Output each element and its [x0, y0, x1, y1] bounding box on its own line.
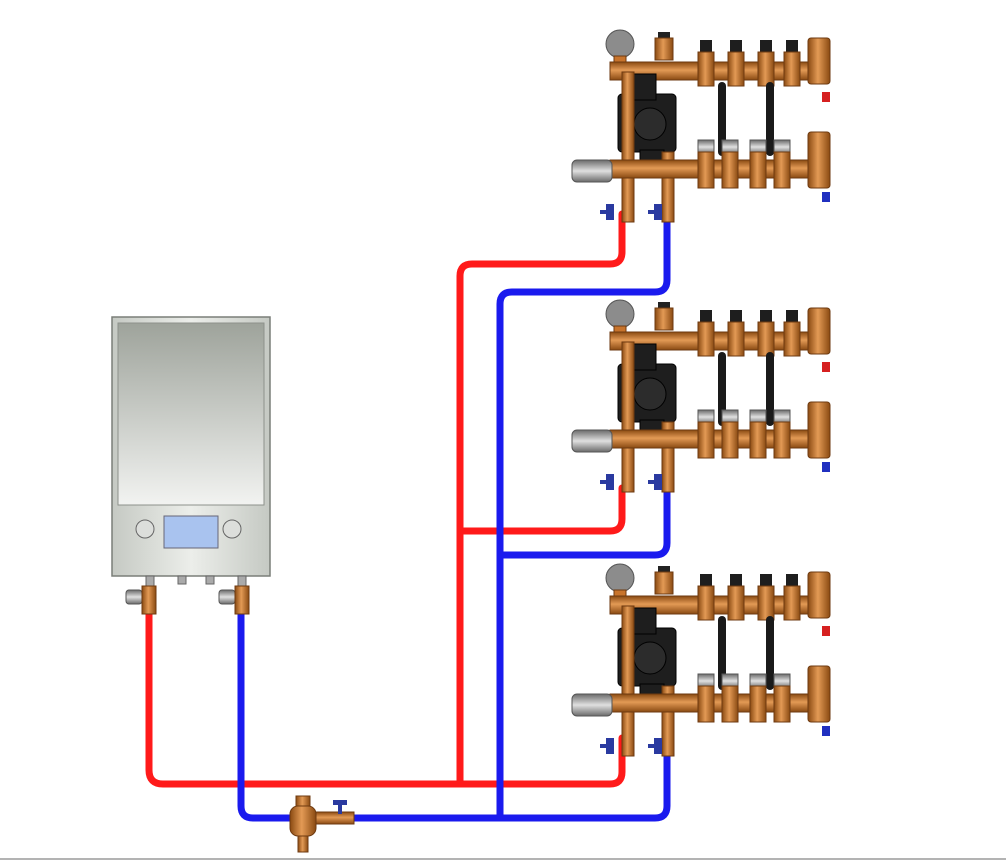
- supply-pipes: [145, 210, 626, 788]
- boiler-return-valve-icon: [218, 585, 250, 615]
- return-pipes: [237, 210, 671, 822]
- manifold-bottom-icon: [571, 563, 831, 757]
- manifold-top-icon: [571, 29, 831, 223]
- wall-boiler-icon: [111, 316, 271, 587]
- boiler-supply-valve-icon: [125, 585, 157, 615]
- dirt-separator-valve-icon: [289, 795, 355, 853]
- manifold-middle-icon: [571, 299, 831, 493]
